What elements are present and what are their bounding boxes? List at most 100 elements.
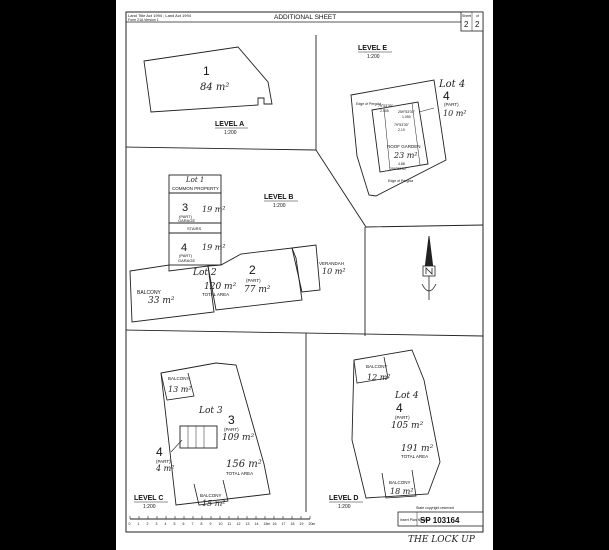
level-a-label: LEVEL A [215, 121, 244, 128]
sheet-total: 2 [475, 20, 480, 29]
handwritten-the-lock-up: THE LOCK UP [408, 535, 476, 545]
balcony-level-b-area: 33 m² [148, 296, 175, 306]
lot-4-garage-area: 19 m² [202, 243, 226, 252]
bearing-2: 259°53'30" [398, 110, 416, 114]
scale-tick-label: 1 [138, 522, 140, 526]
bearing-4: 259°53'30" [390, 167, 408, 171]
level-a-panel: 1 84 m² LEVEL A 1:200 [143, 46, 273, 136]
roof-garden-outline [371, 101, 429, 173]
sheet-label: Sheet [462, 14, 471, 18]
lot-4-number-level-d: 4 [396, 401, 403, 415]
survey-sheet: Land Title Act 1994 ; Land Act 1994 Form… [116, 0, 493, 550]
scale-tick-label: 18 [291, 522, 295, 526]
level-e-label: LEVEL E [358, 45, 387, 52]
level-d-total-label: TOTAL AREA [401, 454, 428, 459]
scale-tick-label: 14 [255, 522, 259, 526]
lot-4-garage-label: GARAGE [178, 258, 195, 263]
plan-number-label: Insert Plan Number [400, 518, 431, 522]
distance-2: 1.050 [402, 115, 411, 119]
level-d-panel: BALCONY 12 m² Lot 4 4 (PART) 105 m² 191 … [329, 349, 441, 510]
lot-2-area: 77 m² [244, 285, 271, 295]
scale-tick-label: 4 [165, 522, 167, 526]
header-acts: Land Title Act 1994 ; Land Act 1994 [128, 13, 192, 18]
lot-4-area-level-d: 105 m² [391, 421, 424, 431]
lot-4-number-level-b: 4 [181, 242, 187, 254]
balcony-top-level-d-area: 12 m² [367, 373, 391, 382]
level-b-panel: LEVEL B 1:200 Lot 1 COMMON PROPERTY 3 (P… [129, 174, 346, 323]
lot-4-garage-box [168, 232, 222, 266]
header-title: ADDITIONAL SHEET [274, 14, 336, 21]
level-d-label: LEVEL D [329, 495, 358, 502]
lot-1-number: 1 [203, 64, 210, 78]
lot-4-area-level-c: 4 m² [155, 464, 174, 473]
level-c-total-area: 156 m² [226, 459, 262, 470]
scale-tick-label: 0 [129, 522, 131, 526]
lot-2-number: 2 [249, 263, 256, 277]
distance-1: 2.505 [380, 109, 389, 113]
level-b-label: LEVEL B [264, 194, 293, 201]
balcony-bot-level-d-area: 18 m² [390, 487, 414, 496]
bearing-1: 79°53'30" [378, 104, 394, 108]
pergola-edge-label-1: Edge of Pergola [356, 102, 381, 106]
verandah-outline [291, 244, 321, 293]
distance-4: 4.88 [398, 162, 405, 166]
header-form: Form 21A Version 1 [128, 18, 159, 22]
scale-tick-label: 15m [264, 522, 271, 526]
scale-tick-label: 2 [147, 522, 149, 526]
lot-4-part-level-e: (PART) [444, 102, 459, 107]
plan-frame [125, 11, 484, 533]
north-arrow-icon [421, 235, 437, 300]
handwritten-lot-3: Lot 3 [198, 406, 223, 416]
scale-tick-label: 7 [192, 522, 194, 526]
scale-tick-label: 12 [237, 522, 241, 526]
level-d-scale: 1:200 [338, 504, 351, 510]
lot-3-part-level-b: (PART) [179, 214, 193, 219]
roof-garden-area: 23 m² [393, 151, 418, 160]
scale-tick-label: 3 [156, 522, 158, 526]
balcony-top-level-c-label: BALCONY [168, 376, 190, 381]
lot-1-outline [143, 46, 273, 113]
scale-tick-label: 20m [309, 522, 316, 526]
scale-tick-label: 13 [246, 522, 250, 526]
level-c-panel: BALCONY 13 m² Lot 3 3 (PART) 109 m² 4 (P… [134, 362, 271, 510]
balcony-top-level-c-area: 13 m² [168, 385, 192, 394]
lot-2-outline [207, 247, 303, 311]
bearing-3: 79°53'30" [394, 123, 410, 127]
panel-dividers [125, 35, 484, 512]
balcony-top-level-d-label: BALCONY [366, 364, 388, 369]
level-e-scale: 1:200 [367, 54, 380, 60]
balcony-level-b-label: BALCONY [137, 290, 162, 296]
lot-4-part-level-d: (PART) [395, 415, 410, 420]
distance-3: 2.10 [398, 128, 405, 132]
lot-3-number-level-b: 3 [182, 202, 188, 214]
plan-number-box [397, 511, 484, 527]
stairs-label: STAIRS [187, 226, 201, 231]
plan-number: SP 103164 [420, 516, 460, 525]
scale-tick-label: 10 [219, 522, 223, 526]
lot-2-total-area: 120 m² [204, 282, 237, 292]
balcony-bot-level-c-area: 15 m² [202, 499, 226, 508]
lot-4-level-d-outline [351, 349, 441, 499]
lot-3-level-c-outline [160, 362, 271, 506]
scale-tick-label: 9 [210, 522, 212, 526]
handwritten-lot-4-level-e: Lot 4 [438, 79, 465, 90]
survey-plan-drawing: Land Title Act 1994 ; Land Act 1994 Form… [125, 11, 484, 545]
level-c-label: LEVEL C [134, 495, 163, 502]
level-b-scale: 1:200 [273, 203, 286, 209]
level-a-scale: 1:200 [224, 130, 237, 136]
balcony-bot-level-d-label: BALCONY [389, 480, 411, 485]
roof-garden-label: ROOF GARDEN [387, 144, 421, 149]
verandah-area: 10 m² [322, 267, 346, 276]
scale-tick-label: 6 [183, 522, 185, 526]
lot-3-garage-area: 19 m² [202, 205, 226, 214]
lot-4-number-level-e: 4 [443, 89, 450, 103]
level-d-total-area: 191 m² [401, 444, 434, 454]
handwritten-lot-4-level-d: Lot 4 [394, 391, 419, 401]
lot-1-area: 84 m² [200, 82, 229, 93]
lot-4-area-level-e: 10 m² [443, 109, 467, 118]
lot-3-part-level-c: (PART) [224, 427, 239, 432]
scale-tick-label: 8 [201, 522, 203, 526]
lot-4-part-level-c: (PART) [156, 459, 171, 464]
scale-tick-label: 19 [300, 522, 304, 526]
lot-3-garage-label: GARAGE [178, 218, 195, 223]
